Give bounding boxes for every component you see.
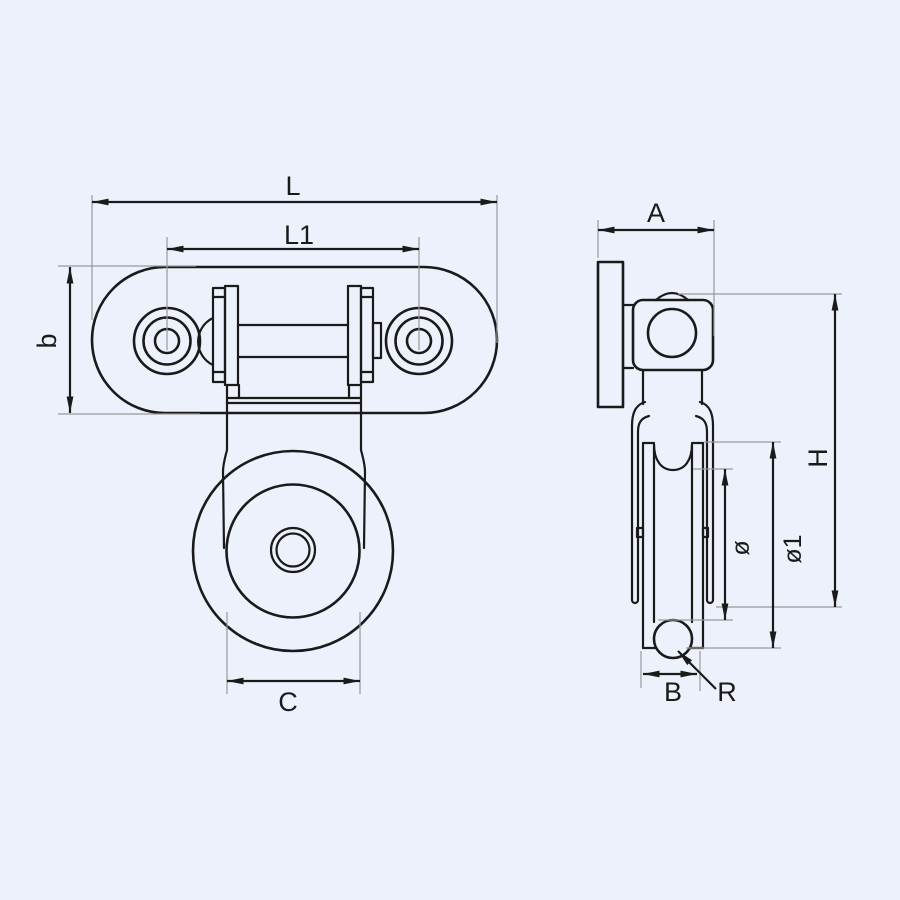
dimension-A: A bbox=[597, 198, 715, 336]
front-view: L L1 b C bbox=[32, 171, 499, 717]
yoke-side bbox=[630, 368, 715, 605]
dimension-dia1: ø1 bbox=[686, 441, 807, 649]
strap-right bbox=[694, 400, 715, 605]
dimension-dia: ø bbox=[658, 468, 755, 621]
yoke-front bbox=[221, 383, 367, 550]
rope-groove-arc bbox=[652, 442, 694, 472]
dimension-H: H bbox=[678, 293, 842, 608]
sheave-front bbox=[191, 449, 395, 653]
dimension-B: B bbox=[640, 651, 701, 707]
yoke-arm-right bbox=[359, 401, 367, 550]
dim-label-R: R bbox=[717, 677, 737, 707]
dim-label-dia: ø bbox=[727, 540, 755, 555]
clevis-bracket-left bbox=[197, 284, 240, 387]
dimension-b: b bbox=[32, 265, 200, 415]
axle-inner-circle bbox=[275, 532, 311, 568]
pin-hole-side bbox=[646, 307, 698, 359]
swivel-tab-right bbox=[371, 321, 383, 360]
dim-label-H: H bbox=[803, 448, 833, 468]
dim-label-L: L bbox=[285, 171, 300, 201]
swivel-head-block bbox=[631, 298, 715, 372]
sheave-groove-circle bbox=[225, 483, 361, 619]
yoke-arm-left bbox=[221, 401, 229, 550]
sheave-side bbox=[641, 441, 705, 660]
dimension-C: C bbox=[226, 612, 361, 717]
mounting-plate-outline bbox=[90, 265, 499, 415]
dimension-L: L bbox=[91, 171, 498, 343]
swivel-connector bbox=[621, 303, 635, 370]
dim-label-B: B bbox=[664, 677, 682, 707]
dimension-R: R bbox=[677, 650, 737, 707]
clevis-pin bbox=[236, 323, 350, 359]
dim-label-L1: L1 bbox=[284, 220, 314, 250]
wall-plate-side bbox=[596, 260, 625, 409]
swivel-boss-left bbox=[197, 316, 215, 367]
dim-label-dia1: ø1 bbox=[779, 534, 807, 563]
dimension-L1: L1 bbox=[166, 220, 420, 350]
side-view: A H ø ø1 B bbox=[596, 198, 842, 707]
sheave-flange-circle bbox=[191, 449, 395, 653]
dim-label-b: b bbox=[32, 333, 62, 348]
dim-label-C: C bbox=[278, 687, 298, 717]
clevis-bracket-right bbox=[346, 284, 383, 387]
strap-left bbox=[630, 400, 651, 605]
groove-radius-circle bbox=[652, 618, 694, 660]
strap-top-arc bbox=[654, 291, 690, 302]
dim-label-A: A bbox=[647, 198, 665, 228]
axle-outer-circle bbox=[269, 526, 317, 574]
